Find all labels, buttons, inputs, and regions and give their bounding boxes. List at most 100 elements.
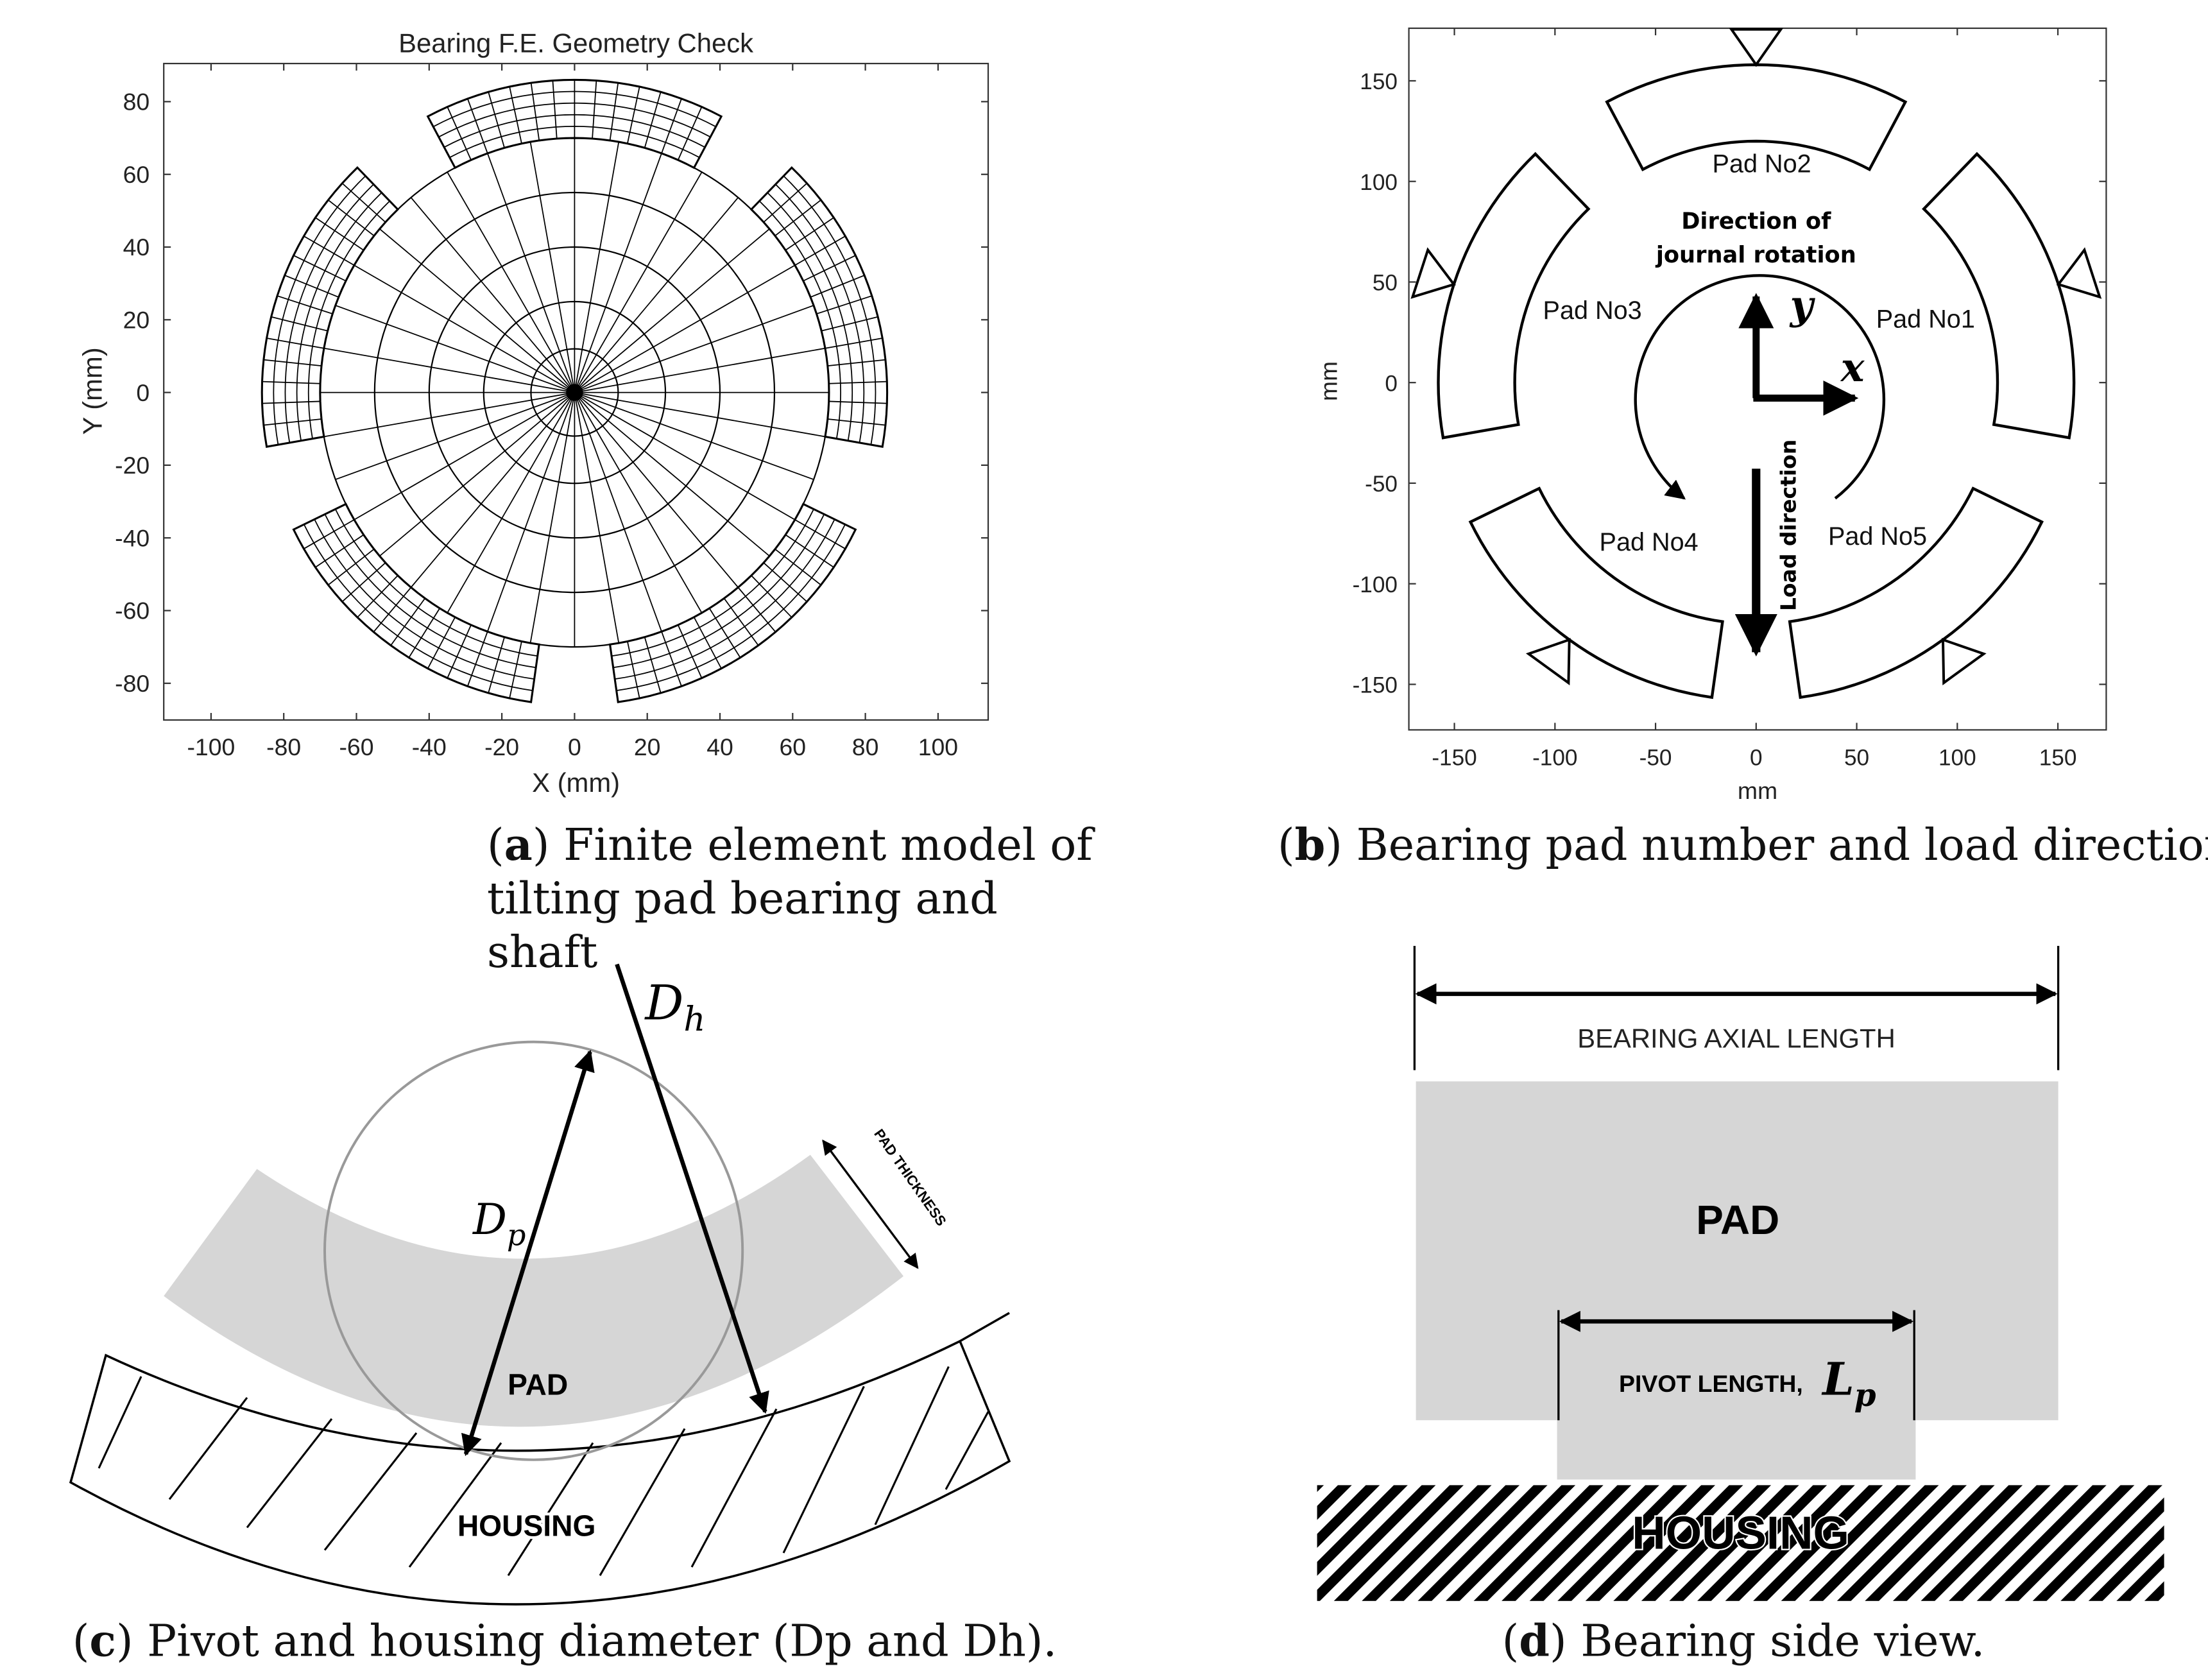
pad-mesh-radial: [466, 98, 488, 154]
bearing-pad: [1788, 486, 2044, 699]
shaft-radial-line: [447, 171, 576, 393]
hatch-line: [945, 1411, 989, 1490]
housing-shape: [69, 1339, 1011, 1606]
shaft-radial-line: [574, 391, 814, 481]
lp-main: L: [1821, 1353, 1854, 1406]
pad-mesh-radial: [827, 418, 886, 426]
pad-mesh-radial: [509, 86, 522, 144]
pad-mesh-radial: [552, 80, 558, 139]
y-tick-label: 40: [123, 234, 150, 261]
x-tick-label: -20: [484, 733, 519, 760]
shaft-radial-line: [486, 392, 576, 632]
panel-c-housing-label: HOUSING: [458, 1509, 596, 1543]
y-tick-label: 20: [123, 306, 150, 333]
shaft-radial-line: [410, 392, 576, 588]
hatch-line: [874, 1366, 950, 1525]
pad-mesh-radial: [794, 519, 846, 549]
shaft-center: [566, 384, 583, 401]
shaft-radial-line: [574, 392, 620, 644]
caption-b: (b) Bearing pad number and load directio…: [1278, 819, 2208, 873]
y-tick-label: -50: [1365, 472, 1398, 497]
shaft-radial-line: [486, 153, 576, 393]
pad-mesh-radial: [785, 534, 834, 568]
pad-mesh-outline: [749, 166, 889, 448]
shaft-radial-line: [574, 347, 826, 393]
pivot-length-text: PIVOT LENGTH,: [1619, 1370, 1803, 1397]
y-tick-label: 100: [1360, 170, 1398, 195]
dh-label: Dh: [644, 975, 705, 1039]
pad-mesh-radial: [327, 549, 375, 586]
bearing-pad: [1605, 63, 1908, 171]
y-tick-label: 150: [1360, 69, 1398, 94]
bearing-pads: [1437, 63, 2076, 699]
pad-mesh-radial: [284, 275, 339, 298]
pad-mesh-radial: [644, 92, 662, 148]
y-tick-label: 0: [1385, 371, 1398, 396]
housing-extension-line: [959, 1312, 1010, 1342]
pivot-triangle: [1525, 638, 1571, 685]
pad-mesh-radial: [271, 316, 328, 332]
pad-mesh-radial: [821, 316, 878, 332]
panel-a-x-label: X (mm): [532, 767, 620, 798]
rotation-label-line1: Direction of: [1681, 208, 1831, 234]
caption-a-text: Finite element model of tilting pad bear…: [487, 820, 1093, 979]
load-direction-label: Load direction: [1776, 440, 1801, 611]
pad-no4-label: Pad No4: [1600, 528, 1699, 556]
pad-mesh-radial: [509, 641, 522, 699]
bearing-pad: [1468, 486, 1724, 699]
pad-mesh-radial: [447, 107, 472, 160]
dp-label: Dp: [472, 1195, 526, 1253]
pad-mesh-radial: [723, 597, 759, 646]
pad-mesh-radial: [408, 608, 441, 658]
hatch-line: [599, 1428, 686, 1576]
pivot-triangle: [2056, 247, 2102, 299]
pad-mesh-radial: [737, 587, 776, 633]
pad-mesh-radial: [626, 641, 640, 699]
shaft-radial-line: [574, 391, 826, 438]
panel-a-y-label: Y (mm): [77, 347, 107, 434]
lp-subscript: p: [1854, 1378, 1876, 1414]
y-tick-label: 0: [136, 379, 150, 406]
y-tick-label: -60: [115, 597, 150, 624]
x-tick-label: 20: [634, 733, 661, 760]
hatch-line: [246, 1418, 333, 1529]
pad-mesh-radial: [677, 107, 703, 160]
pad-mesh-radial: [693, 617, 722, 669]
dp-main: D: [472, 1195, 507, 1244]
shaft-radial-line: [574, 228, 770, 393]
pad-mesh-radial: [592, 80, 597, 139]
bearing-pad: [1922, 151, 2076, 440]
pad-mesh-radial: [263, 359, 322, 367]
pivot-triangle: [1729, 28, 1784, 67]
pivot-length-label: PIVOT LENGTH,: [1619, 1370, 1803, 1397]
pivot-triangle: [1410, 247, 1457, 299]
shaft-radial-line: [574, 391, 770, 557]
shaft-radial-line: [574, 153, 662, 393]
shaft-radial-line: [574, 392, 703, 613]
x-tick-label: -40: [412, 733, 447, 760]
pad-mesh-radial: [825, 338, 883, 349]
pivot-circle: [323, 1040, 744, 1461]
pad-mesh-radial: [626, 86, 640, 144]
panel-a-title: Bearing F.E. Geometry Check: [398, 28, 753, 58]
pivot-triangle: [1941, 638, 1987, 685]
y-tick-label: 80: [123, 89, 150, 116]
pad-mesh-radial: [315, 217, 364, 251]
x-tick-label: 60: [780, 733, 807, 760]
caption-d-letter: d: [1519, 1616, 1550, 1668]
caption-c-text: Pivot and housing diameter (Dp and Dh).: [133, 1616, 1057, 1668]
pad-mesh-radial: [293, 255, 347, 282]
pad-mesh-radial: [277, 295, 333, 314]
dp-arrow: [461, 1049, 595, 1457]
hatch-line: [507, 1442, 594, 1577]
pad-mesh-radial: [763, 562, 808, 603]
x-tick-label: 150: [2039, 745, 2077, 770]
shaft-radial-line: [323, 347, 575, 393]
pad-mesh-radial: [775, 199, 821, 237]
shaft-radial-line: [335, 305, 575, 393]
x-tick-label: 100: [918, 733, 958, 760]
x-tick-label: -150: [1432, 745, 1476, 770]
